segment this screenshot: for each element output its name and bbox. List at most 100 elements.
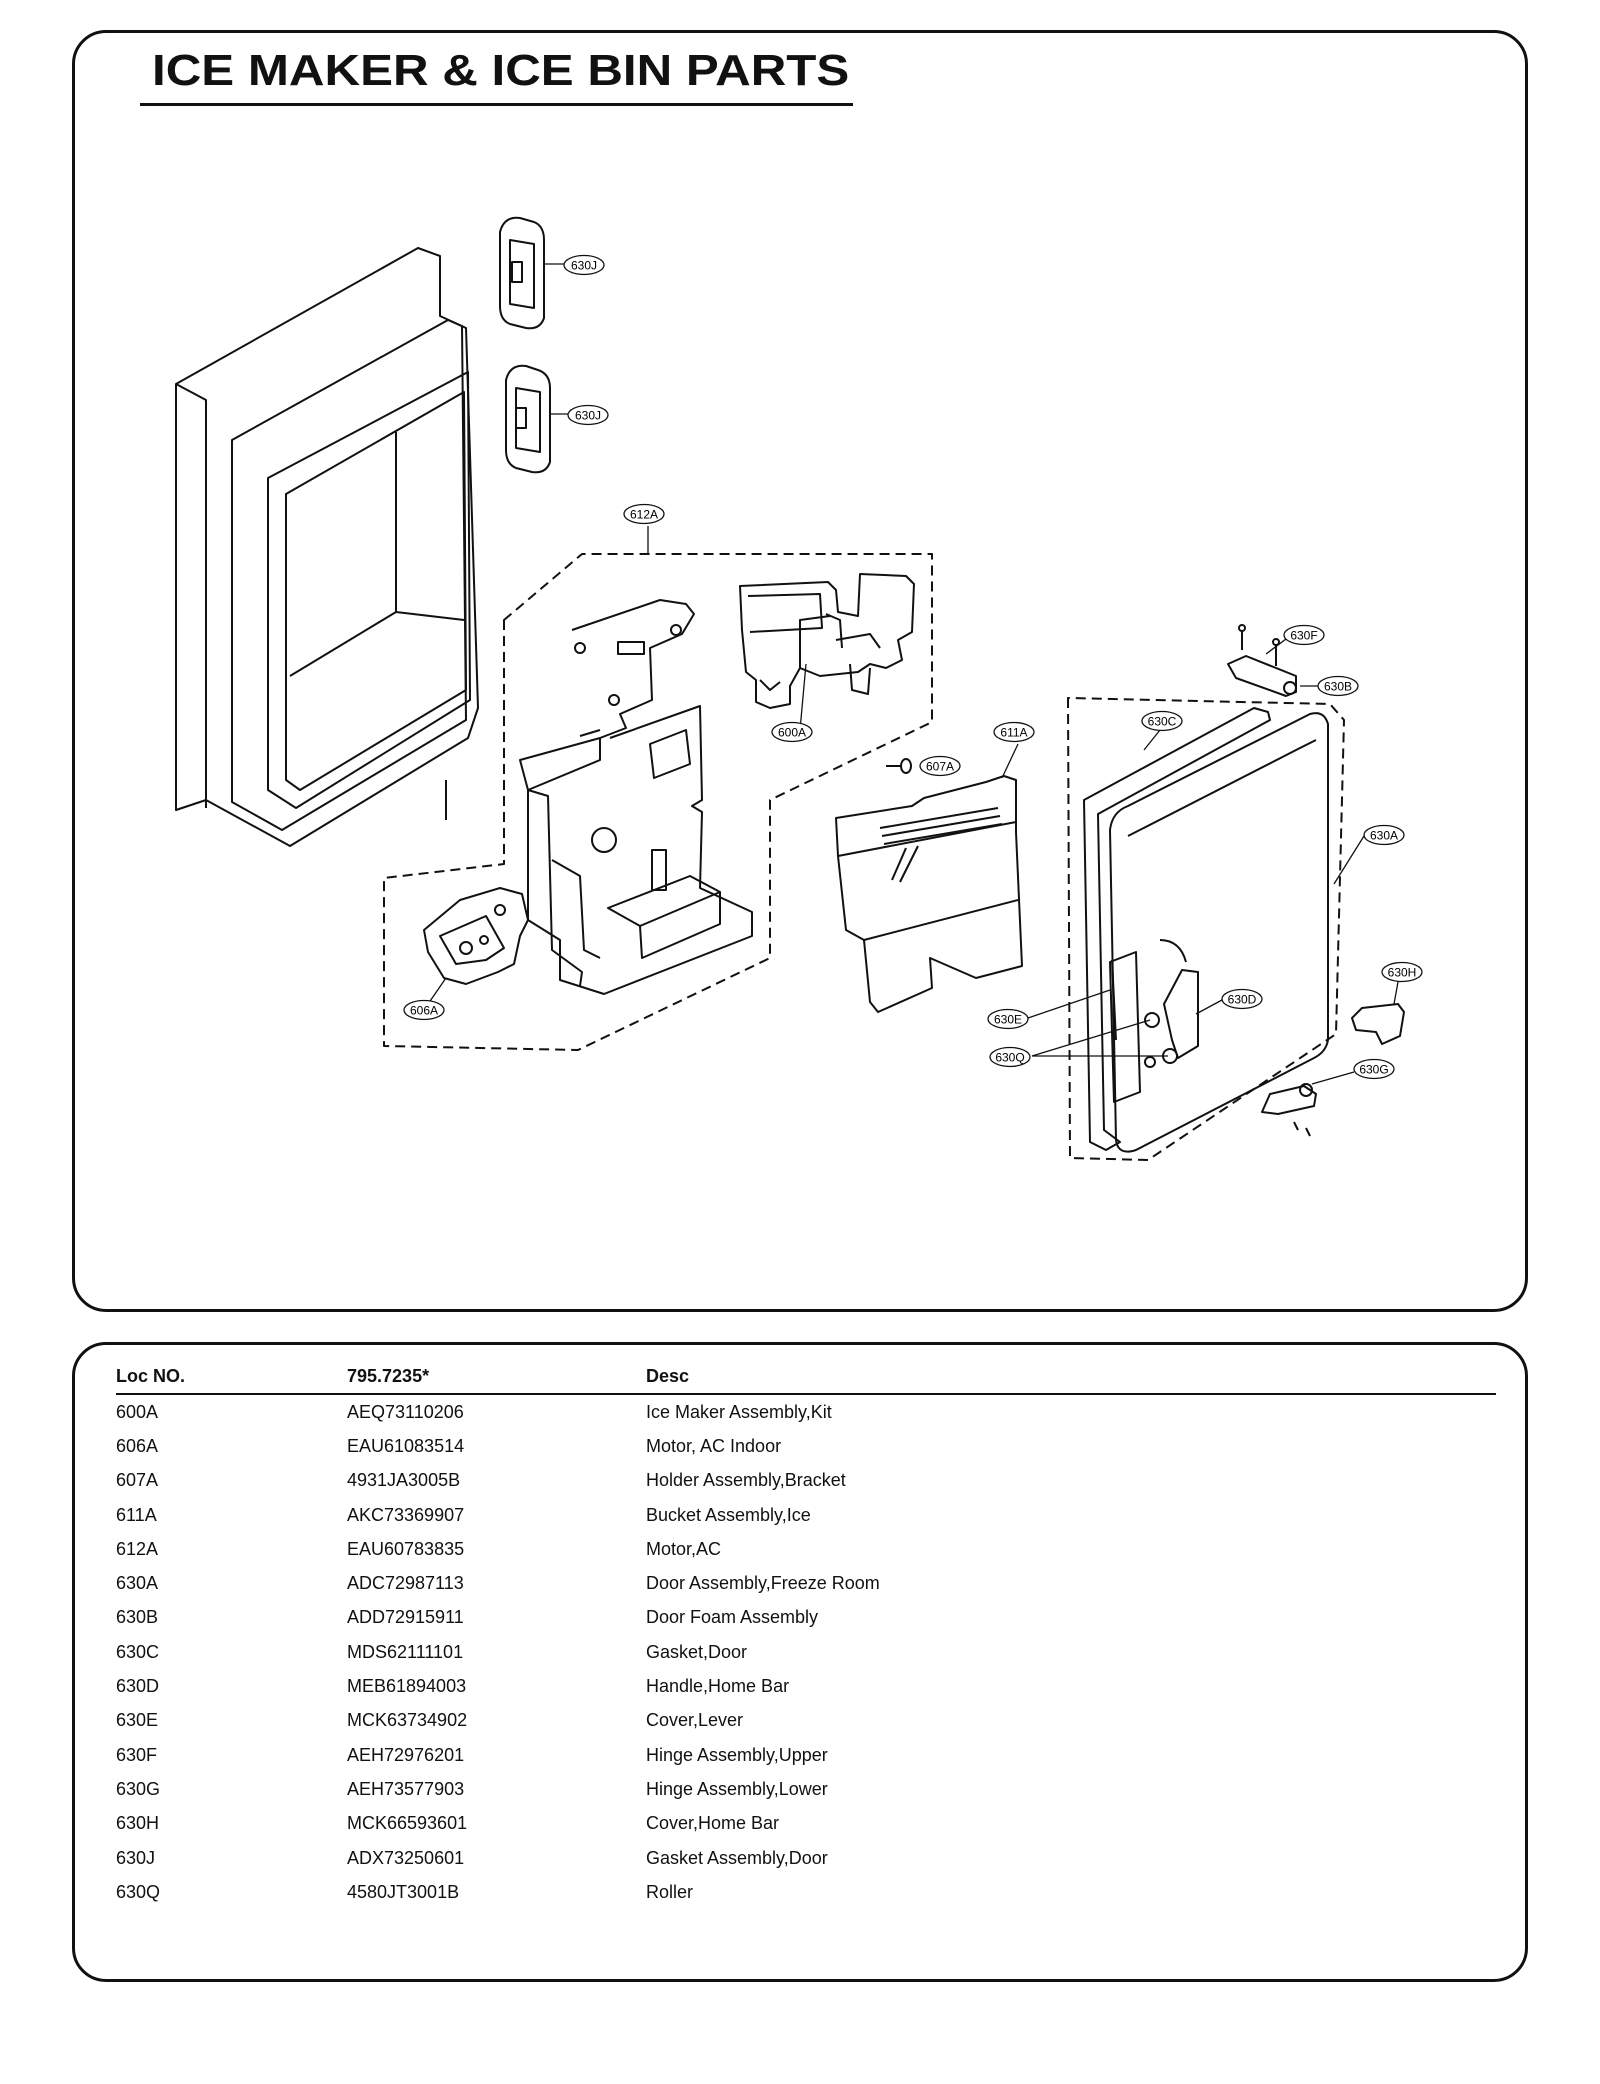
callout-630F: 630F — [1283, 624, 1325, 646]
callout-630Q: 630Q — [989, 1046, 1031, 1068]
door-630A-drawing — [1109, 712, 1329, 1153]
part-number-cell: AEH72976201 — [347, 1744, 465, 1765]
callout-630G: 630G — [1353, 1058, 1395, 1080]
callout-611A-label: 611A — [1000, 726, 1027, 740]
desc-cell: Gasket,Door — [646, 1641, 748, 1662]
icemaker-assembly-600A-drawing — [739, 573, 915, 709]
part-number-cell: 4931JA3005B — [347, 1470, 461, 1491]
part-number-cell: MDS62111101 — [347, 1641, 464, 1662]
table-row: 630Q 4580JT3001B Roller — [116, 1875, 1496, 1909]
table-row: 630F AEH72976201 Hinge Assembly,Upper — [116, 1738, 1496, 1772]
loc-no-cell: 606A — [116, 1435, 159, 1456]
part-number-cell: AKC73369907 — [347, 1504, 465, 1525]
parts-table-panel — [72, 1342, 1528, 1982]
desc-cell: Cover,Lever — [646, 1710, 744, 1731]
callout-600A: 600A — [771, 721, 813, 743]
callout-630J-top-label: 630J — [571, 259, 597, 273]
part-number-cell: ADC72987113 — [347, 1573, 464, 1594]
title-underline — [140, 103, 853, 106]
door-liner-drawing — [175, 247, 479, 847]
callout-630A-label: 630A — [1370, 829, 1398, 843]
callout-630E-label: 630E — [994, 1013, 1022, 1027]
callout-630D-label: 630D — [1228, 993, 1257, 1007]
callout-607A-label: 607A — [926, 760, 954, 774]
loc-no-cell: 630A — [116, 1573, 159, 1594]
part-number-cell: 4580JT3001B — [347, 1881, 460, 1902]
callout-600A-label: 600A — [778, 726, 806, 740]
part-number-cell: AEH73577903 — [347, 1778, 465, 1799]
table-row: 630C MDS62111101 Gasket,Door — [116, 1635, 1496, 1669]
desc-cell: Holder Assembly,Bracket — [646, 1470, 846, 1491]
exploded-parts-diagram: 630J 630J 612A 600A 607A 611A 606A 630F — [175, 216, 1423, 1161]
table-row: 611A AKC73369907 Bucket Assembly,Ice — [116, 1498, 1496, 1532]
loc-no-cell: 630D — [116, 1676, 160, 1697]
desc-cell: Motor,AC — [646, 1538, 722, 1559]
callout-630Q-label: 630Q — [995, 1051, 1024, 1065]
parts-table-header: Loc NO. 795.7235* Desc — [116, 1358, 1496, 1395]
table-row: 630J ADX73250601 Gasket Assembly,Door — [116, 1841, 1496, 1875]
table-row: 630B ADD72915911 Door Foam Assembly — [116, 1601, 1496, 1635]
callout-611A: 611A — [993, 721, 1035, 743]
ice-bucket-611A-drawing — [835, 775, 1023, 1013]
desc-cell: Cover,Home Bar — [646, 1813, 780, 1834]
callout-612A-label: 612A — [630, 508, 658, 522]
callout-630J-bottom: 630J — [567, 404, 609, 426]
callout-630H-label: 630H — [1388, 966, 1417, 980]
hinge-630G-drawing — [1261, 1083, 1317, 1137]
screw-607A-drawing — [886, 758, 912, 774]
page-title: ICE MAKER & ICE BIN PARTS — [152, 46, 850, 95]
loc-no-cell: 630G — [116, 1778, 161, 1799]
part-number-cell: EAU60783835 — [347, 1538, 465, 1559]
desc-cell: Handle,Home Bar — [646, 1676, 790, 1697]
loc-no-cell: 630Q — [116, 1881, 161, 1902]
desc-cell: Roller — [646, 1881, 694, 1902]
loc-no-cell: 630C — [116, 1641, 160, 1662]
desc-cell: Door Assembly,Freeze Room — [646, 1573, 880, 1594]
part-number-cell: EAU61083514 — [347, 1435, 465, 1456]
table-row: 612A EAU60783835 Motor,AC — [116, 1532, 1496, 1566]
hinge-630F-drawing — [1227, 624, 1297, 697]
callout-labels: 630J 630J 612A 600A 607A 611A 606A 630F — [403, 254, 1423, 1080]
desc-cell: Bucket Assembly,Ice — [646, 1504, 811, 1525]
callout-606A: 606A — [403, 999, 445, 1021]
loc-no-cell: 630B — [116, 1607, 159, 1628]
icemaker-bracket-drawing — [519, 599, 753, 995]
gasket-630J-bottom-drawing — [505, 364, 551, 474]
desc-cell: Hinge Assembly,Upper — [646, 1744, 828, 1765]
gasket-630J-top-drawing — [499, 216, 545, 330]
table-row: 630H MCK66593601 Cover,Home Bar — [116, 1807, 1496, 1841]
loc-no-cell: 630J — [116, 1847, 156, 1868]
desc-cell: Door Foam Assembly — [646, 1607, 819, 1628]
callout-630C-label: 630C — [1148, 715, 1177, 729]
header-part-number: 795.7235* — [347, 1358, 646, 1395]
callout-630A: 630A — [1363, 824, 1405, 846]
desc-cell: Gasket Assembly,Door — [646, 1847, 828, 1868]
callout-607A: 607A — [919, 755, 961, 777]
callout-630B-label: 630B — [1324, 680, 1352, 694]
loc-no-cell: 630F — [116, 1744, 158, 1765]
callout-630G-label: 630G — [1359, 1063, 1388, 1077]
callout-630E: 630E — [987, 1008, 1029, 1030]
loc-no-cell: 630H — [116, 1813, 160, 1834]
loc-no-cell: 611A — [116, 1504, 157, 1525]
part-number-cell: MCK66593601 — [347, 1813, 468, 1834]
callout-612A: 612A — [623, 503, 665, 525]
part-number-cell: ADD72915911 — [347, 1607, 464, 1628]
part-number-cell: ADX73250601 — [347, 1847, 465, 1868]
gasket-630C-drawing — [1083, 707, 1271, 1151]
table-row: 630A ADC72987113 Door Assembly,Freeze Room — [116, 1566, 1496, 1600]
callout-630F-label: 630F — [1290, 629, 1317, 643]
callout-630C: 630C — [1141, 710, 1183, 732]
group-612A-dashed-outline — [383, 553, 933, 1051]
loc-no-cell: 600A — [116, 1401, 159, 1422]
loc-no-cell: 612A — [116, 1538, 159, 1559]
desc-cell: Ice Maker Assembly,Kit — [646, 1401, 832, 1422]
callout-630J-top: 630J — [563, 254, 605, 276]
